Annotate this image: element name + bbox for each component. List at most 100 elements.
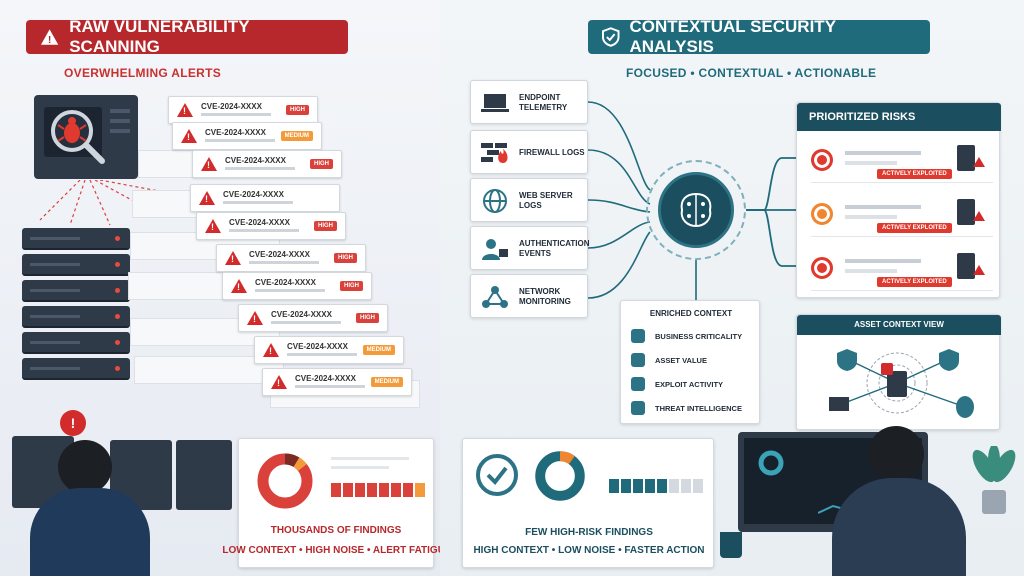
coffee-mug [720, 532, 742, 558]
analyst-calm [868, 426, 924, 482]
warning-icon [205, 219, 221, 233]
prioritized-title: PRIORITIZED RISKS [809, 111, 916, 123]
enriched-item-label: THREAT INTELLIGENCE [655, 403, 742, 413]
analyst-stressed [58, 440, 112, 494]
server-unit [22, 254, 130, 276]
finding-segment [669, 479, 679, 493]
context-icon [631, 377, 645, 391]
warning-icon [225, 251, 241, 265]
enriched-title: ENRICHED CONTEXT [649, 309, 733, 318]
left-footer-title: THOUSANDS OF FINDINGS [270, 525, 402, 536]
analysis-hub [646, 160, 746, 260]
findings-bars [331, 455, 427, 495]
context-link [695, 260, 697, 300]
alert-cve: CVE-2024-XXXX [295, 374, 356, 383]
severity-badge: HIGH [310, 159, 333, 169]
analyst-calm-body [832, 478, 966, 576]
enriched-item-label: BUSINESS CRITICALITY [655, 331, 743, 341]
server-icon [957, 253, 975, 279]
warning-icon [181, 129, 197, 143]
alert-cve: CVE-2024-XXXX [271, 310, 332, 319]
user-lock-icon [481, 237, 509, 261]
right-subtitle: FOCUSED • CONTEXTUAL • ACTIONABLE [626, 66, 877, 80]
analyst-body [30, 488, 150, 576]
data-source-card: FIREWALL LOGS [470, 130, 588, 174]
right-banner: CONTEXTUAL SECURITY ANALYSIS [588, 17, 930, 56]
warning-icon [247, 311, 263, 325]
alert-cve: CVE-2024-XXXX [223, 190, 284, 199]
asset-title: ASSET CONTEXT VIEW [854, 320, 944, 329]
right-footer-title: FEW HIGH-RISK FINDINGS [525, 527, 653, 538]
severity-badge: HIGH [286, 105, 309, 115]
dashboard-donut [758, 450, 784, 476]
server-icon [957, 199, 975, 225]
alert-cve: CVE-2024-XXXX [249, 250, 310, 259]
warning-icon [973, 157, 985, 167]
risk-tag: ACTIVELY EXPLOITED [877, 169, 952, 179]
finding-segment [379, 483, 389, 497]
prioritized-risks-card: PRIORITIZED RISKS ACTIVELY EXPLOITED ACTI… [796, 102, 1001, 298]
asset-graph [829, 349, 974, 418]
finding-segment [331, 483, 341, 497]
warning-icon [263, 343, 279, 357]
asset-header [797, 315, 1001, 335]
server-icon [957, 145, 975, 171]
database-icon [956, 396, 974, 418]
enriched-context-card: ENRICHED CONTEXT BUSINESS CRITICALITY ASS… [620, 300, 760, 424]
warning-icon: ! [40, 29, 59, 46]
alert-cve: CVE-2024-XXXX [201, 102, 262, 111]
server-unit [22, 358, 130, 380]
enriched-item: ASSET VALUE [631, 353, 707, 367]
scanner-device [34, 95, 138, 179]
alert-card: CVE-2024-XXXX HIGH [192, 150, 342, 178]
data-source-label: AUTHENTICATION EVENTS [519, 239, 590, 258]
finding-segment [633, 479, 643, 493]
data-source-label: WEB SERVER LOGS [519, 191, 573, 210]
severity-badge: HIGH [356, 313, 379, 323]
server-unit [22, 306, 130, 328]
brain-icon [680, 192, 712, 228]
findings-donut [257, 453, 313, 509]
warning-icon [973, 211, 985, 221]
finding-segment [415, 483, 425, 497]
server-icon [887, 371, 907, 397]
finding-segment [645, 479, 655, 493]
risk-tag: ACTIVELY EXPLOITED [877, 277, 952, 287]
asset-context-card: ASSET CONTEXT VIEW [796, 314, 1001, 430]
findings-card: THOUSANDS OF FINDINGS LOW CONTEXT • HIGH… [222, 438, 452, 568]
finding-segment [391, 483, 401, 497]
alert-cve: CVE-2024-XXXX [229, 218, 290, 227]
checkmark-icon [476, 454, 518, 496]
context-icon [631, 353, 645, 367]
right-title: CONTEXTUAL SECURITY ANALYSIS [629, 17, 836, 56]
alert-card: CVE-2024-XXXX HIGH [168, 96, 318, 124]
alert-cve: CVE-2024-XXXX [205, 128, 266, 137]
globe-icon [481, 189, 509, 213]
risk-item: ACTIVELY EXPLOITED [811, 193, 993, 237]
context-icon [631, 329, 645, 343]
left-footer-sub: LOW CONTEXT • HIGH NOISE • ALERT FATIGUE [222, 545, 452, 556]
severity-badge: MEDIUM [362, 345, 395, 355]
finding-segment [343, 483, 353, 497]
bug-magnifier-icon [51, 110, 105, 164]
data-source-card: AUTHENTICATION EVENTS [470, 226, 590, 270]
left-panel: ! RAW VULNERABILITY SCANNING OVERWHELMIN… [0, 0, 452, 576]
data-source-label: FIREWALL LOGS [519, 148, 585, 157]
svg-text:!: ! [48, 34, 52, 46]
left-subtitle: OVERWHELMING ALERTS [64, 66, 222, 80]
severity-badge: HIGH [340, 281, 363, 291]
finding-segment [693, 479, 703, 493]
warning-icon [177, 103, 193, 117]
server-unit [22, 280, 130, 302]
left-banner: ! RAW VULNERABILITY SCANNING [26, 17, 348, 56]
context-icon [631, 401, 645, 415]
laptop-icon [481, 91, 509, 115]
warning-icon [231, 279, 247, 293]
alert-cve: CVE-2024-XXXX [287, 342, 348, 351]
alert-cve: CVE-2024-XXXX [225, 156, 286, 165]
finding-segment [681, 479, 691, 493]
findings-summary-card: FEW HIGH-RISK FINDINGS HIGH CONTEXT • LO… [462, 438, 714, 568]
enriched-item-label: EXPLOIT ACTIVITY [655, 379, 724, 389]
